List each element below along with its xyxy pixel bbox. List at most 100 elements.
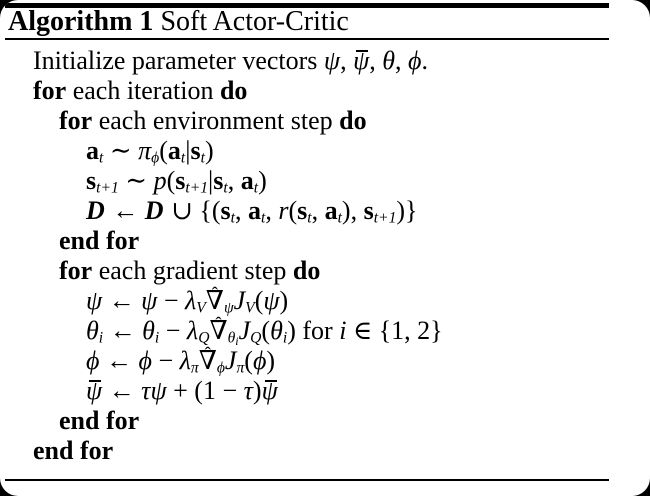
- algorithm-line: st+1 ∼ p(st+1|st, at): [0, 166, 650, 197]
- math-var: ϕ: [252, 346, 267, 375]
- math-cal-d: D: [144, 196, 165, 225]
- subscript: t: [99, 149, 104, 167]
- subscript: θ: [227, 329, 236, 347]
- math-var: θ: [86, 316, 99, 345]
- nabla-hat: ∇: [206, 286, 224, 316]
- subscript: ϕ: [151, 149, 160, 167]
- math-var: r: [278, 196, 289, 225]
- math-symbol: (: [244, 346, 253, 375]
- keyword: end for: [59, 406, 140, 435]
- math-symbol: ←: [102, 286, 142, 315]
- math-symbol: ): [258, 166, 267, 195]
- keyword: end for: [33, 436, 114, 465]
- keyword: end for: [59, 226, 140, 255]
- text: ,: [369, 46, 383, 75]
- math-vector: s: [213, 166, 224, 195]
- math-symbol: ,: [311, 196, 325, 225]
- algorithm-line: ψ ← τψ + (1 − τ)ψ: [0, 376, 650, 406]
- math-symbol: )}: [396, 196, 418, 225]
- subscript: t: [253, 179, 259, 197]
- math-symbol: ): [266, 346, 276, 375]
- math-vector: a: [86, 136, 99, 165]
- text: each iteration: [66, 76, 220, 105]
- math-symbol: ): [204, 136, 214, 165]
- keyword: for: [33, 76, 67, 105]
- subscript: π: [236, 359, 245, 377]
- math-var: ψ: [263, 286, 280, 315]
- math-symbol: (: [254, 286, 264, 315]
- subscript: π: [190, 359, 199, 377]
- math-symbol: −: [159, 316, 187, 345]
- math-symbol: ←: [99, 346, 139, 375]
- math-symbol: ,: [265, 196, 279, 225]
- math-vector: a: [240, 166, 254, 195]
- algorithm-line: θi ← θi − λQ∇θiJQ(θi) for i ∈ {1, 2}: [0, 316, 650, 348]
- math-symbol: ←: [103, 316, 143, 345]
- subscript: V: [196, 299, 206, 317]
- algorithm-name: Soft Actor-Critic: [153, 6, 349, 37]
- algorithm-line: end for: [0, 226, 650, 256]
- subscript: ϕ: [216, 359, 225, 377]
- math-var: p: [153, 166, 167, 195]
- subscript: Q: [250, 329, 262, 347]
- math-vector: a: [324, 196, 338, 225]
- algorithm-line: for each iteration do: [0, 76, 650, 106]
- math-symbol: (: [261, 316, 271, 345]
- math-var: λ: [184, 286, 197, 315]
- math-symbol: ←: [102, 376, 142, 405]
- math-symbol: ,: [234, 196, 248, 225]
- text: each gradient step: [92, 256, 293, 285]
- subscript: t: [200, 149, 205, 167]
- algorithm-line: Initialize parameter vectors ψ, ψ, θ, ϕ.: [0, 46, 650, 76]
- algorithm-line: for each gradient step do: [0, 256, 650, 286]
- subscript: V: [245, 299, 255, 317]
- text: for: [302, 316, 340, 345]
- math-symbol: ): [279, 286, 289, 315]
- math-symbol: + (1 −: [166, 376, 244, 405]
- title-rule: [5, 38, 609, 40]
- math-vector: a: [167, 136, 181, 165]
- math-var: τψ: [141, 376, 167, 405]
- algorithm-line: for each environment step do: [0, 106, 650, 136]
- algorithm-line: end for: [0, 406, 650, 436]
- keyword: for: [59, 106, 93, 135]
- math-symbol: −: [157, 286, 185, 315]
- algorithm-line: at ∼ πϕ(at|st): [0, 136, 650, 167]
- math-var: i: [339, 316, 347, 345]
- text: each environment step: [92, 106, 340, 135]
- subscript: i: [282, 329, 288, 347]
- subscript: t: [230, 209, 235, 227]
- math-symbol: ,: [227, 166, 241, 195]
- math-symbol: (: [166, 166, 176, 195]
- math-symbol: ∪ {(: [164, 196, 221, 225]
- subscript: t: [260, 209, 266, 227]
- math-symbol: |: [208, 166, 214, 195]
- keyword: for: [59, 256, 93, 285]
- math-symbol: ),: [341, 196, 364, 225]
- math-var: J: [233, 286, 246, 315]
- subscript: i: [98, 329, 104, 347]
- subscript: i: [154, 329, 160, 347]
- math-symbol: (: [159, 136, 168, 165]
- math-var: ϕ: [86, 346, 100, 375]
- keyword: do: [219, 76, 248, 105]
- math-var: λ: [179, 346, 191, 375]
- subscript: t: [180, 149, 186, 167]
- math-var: θ: [142, 316, 155, 345]
- math-var: π: [138, 136, 152, 165]
- math-var: τ: [243, 376, 253, 405]
- math-var: J: [224, 346, 237, 375]
- subscript: ψ: [223, 299, 234, 317]
- nabla-hat: ∇: [209, 316, 227, 346]
- math-symbol: −: [151, 346, 180, 375]
- algorithm-line: ϕ ← ϕ − λπ∇ϕJπ(ϕ): [0, 346, 650, 377]
- keyword: do: [339, 106, 367, 135]
- subscript: t+1: [373, 209, 397, 227]
- top-rule: [5, 3, 609, 8]
- algorithm-number: Algorithm 1: [8, 6, 154, 37]
- math-symbol: ): [252, 376, 262, 405]
- subscript: t: [337, 209, 342, 227]
- algorithm-title: Algorithm 1 Soft Actor-Critic: [8, 7, 349, 37]
- algorithm-line: D ← D ∪ {(st, at, r(st, at), st+1)}: [0, 196, 650, 227]
